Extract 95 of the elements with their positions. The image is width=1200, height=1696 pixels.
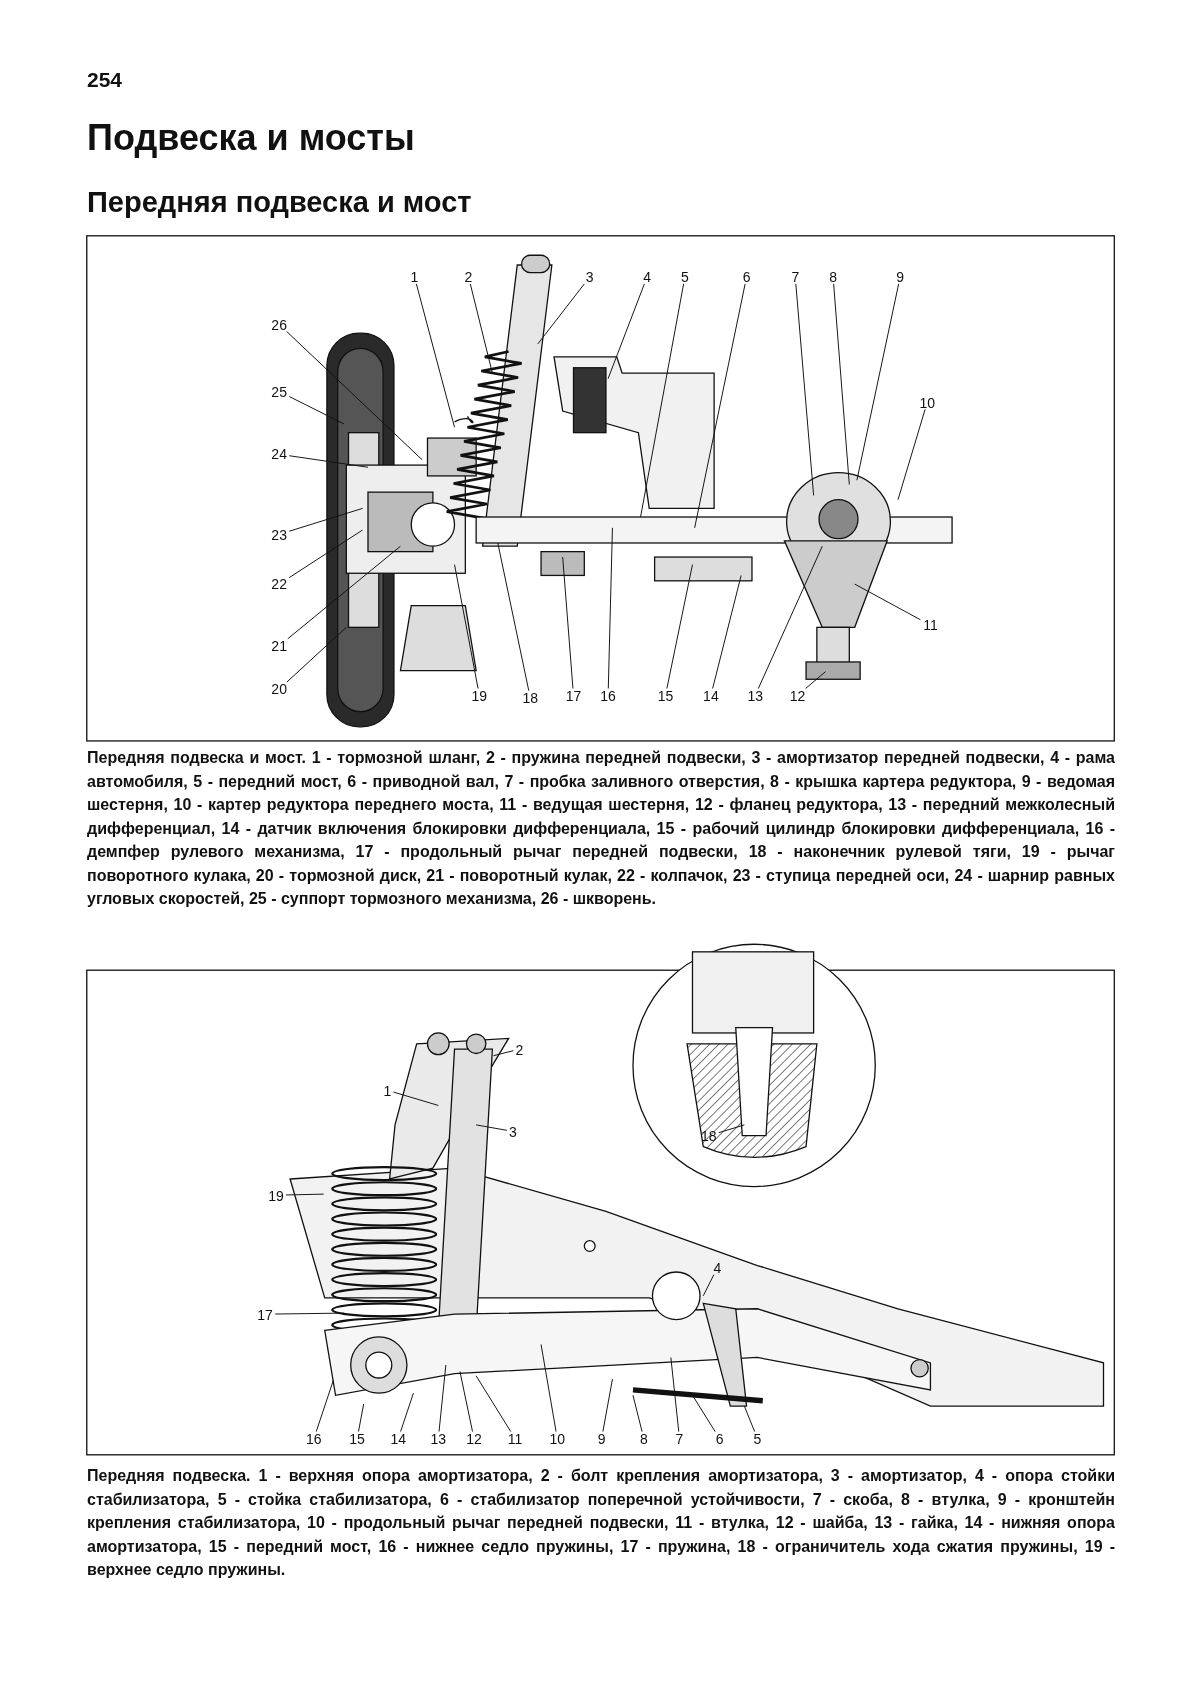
leader-line: [562, 556, 574, 689]
leader-line: [315, 1379, 334, 1433]
callout-number: 9: [595, 1431, 608, 1446]
callout-number: 3: [506, 1123, 519, 1138]
leader-line: [497, 542, 530, 692]
callout-number: 10: [917, 394, 938, 409]
leader-line: [475, 1375, 512, 1433]
callout-number: 2: [462, 269, 475, 283]
leader-line: [415, 283, 455, 428]
callout-number: 18: [698, 1128, 719, 1143]
leader-line: [475, 1124, 508, 1131]
callout-number: 8: [827, 269, 840, 283]
callout-number: 1: [408, 269, 421, 283]
leader-line: [743, 1405, 756, 1433]
leader-line: [492, 1050, 514, 1057]
callout-number: 17: [563, 687, 584, 702]
leader-line: [288, 455, 369, 468]
callout-number: 25: [269, 383, 290, 398]
leader-line: [702, 1274, 715, 1297]
leader-line: [602, 1378, 613, 1433]
leader-line: [288, 507, 364, 532]
leader-line: [694, 283, 746, 529]
callout-number: 5: [678, 269, 691, 283]
callout-number: 7: [673, 1431, 686, 1446]
callout-number: 11: [920, 617, 941, 632]
callout-number: 18: [520, 689, 541, 704]
callout-number: 20: [269, 681, 290, 696]
callout-number: 15: [655, 687, 676, 702]
leader-line: [632, 1394, 643, 1433]
leader-line: [469, 283, 493, 374]
callout-number: 19: [265, 1187, 286, 1202]
leader-line: [454, 564, 479, 689]
leader-line: [640, 283, 685, 518]
callout-number: 12: [463, 1431, 484, 1446]
callout-number: 8: [637, 1431, 650, 1446]
callout-number: 22: [269, 576, 290, 591]
callout-number: 7: [789, 269, 802, 283]
figure-caption: Передняя подвеска. 1 - верхняя опора амортизатора, 2 - болт крепления амортизатора, 3 - амортизатор, 4 - опора стойки стабилизатора, 5 - стойка стабилизатора, 6 - стабилизатор поперечной устойчивости, 7 - скоба, 8 - втулка, 9 - кронштейн крепления стабилизатора, 10 - продольный рычаг передней подвески, 11 - втулка, 12 - шайба, 13 - гайка, 14 - нижняя опора амортизатора, 15 - передний мост, 16 - нижнее седло пружины, 17 - пружина, 18 - ограничитель хода сжатия пружины, 19 - верхнее седло пружины.: [87, 1466, 1115, 1580]
leader-line: [438, 1364, 447, 1433]
leader-line: [459, 1371, 473, 1433]
leader-line: [537, 283, 585, 345]
leader-line: [400, 1392, 414, 1433]
leader-line: [666, 564, 693, 689]
callout-number: 4: [641, 269, 654, 283]
callout-number: 11: [505, 1431, 526, 1446]
callout-number: 21: [269, 638, 290, 652]
callout-number: 16: [598, 687, 619, 702]
leader-line: [856, 283, 900, 481]
page-number: 254: [87, 68, 123, 92]
leader-line: [540, 1344, 557, 1433]
callout-number: 10: [547, 1431, 568, 1446]
leader-line: [288, 529, 364, 579]
leader-line: [805, 671, 826, 689]
callout-number: 5: [751, 1431, 764, 1446]
callout-number: 14: [700, 687, 721, 702]
leader-line: [288, 396, 345, 425]
leader-line: [757, 545, 823, 689]
leader-line: [607, 283, 645, 380]
leader-line: [287, 545, 401, 640]
callout-number: 13: [745, 687, 766, 702]
callout-number: 4: [711, 1260, 724, 1275]
leader-line: [833, 283, 850, 486]
figure-caption: Передняя подвеска и мост. 1 - тормозной шланг, 2 - пружина передней подвески, 3 - амортизатор передней подвески, 4 - рама автомобиля, 5 - передний мост, 6 - приводной вал, 7 - пробка заливного отверстия, 8 - крышка картера редуктора, 9 - ведомая шестерня, 10 - картер редуктора переднего моста, 11 - ведущая шестерня, 12 - фланец редуктора, 13 - передний межколесный дифференциал, 14 - датчик включения блокировки дифференциала, 15 - рабочий цилиндр блокировки дифференциала, 16 - демпфер рулевого механизма, 17 - продольный рычаг передней подвески, 18 - наконечник рулевой тяги, 19 - рычаг поворотного кулака, 20 - тормозной диск, 21 - поворотный кулак, 22 - колпачок, 23 - ступица передней оси, 24 - шарнир равных угловых скоростей, 25 - суппорт тормозного механизма, 26 - шкворень.: [87, 748, 1115, 909]
leader-line: [692, 1394, 716, 1433]
callout-number: 16: [303, 1431, 324, 1446]
leader-line: [854, 583, 921, 621]
leader-line: [718, 1124, 745, 1134]
callout-number: 9: [894, 269, 907, 283]
callout-number: 17: [255, 1306, 276, 1321]
leader-line: [286, 626, 347, 683]
callout-number: 12: [787, 687, 808, 702]
section-heading: Передняя подвеска и мост: [87, 186, 472, 219]
leader-line: [670, 1356, 680, 1433]
leader-line: [286, 331, 423, 461]
leader-line: [285, 1193, 325, 1196]
callout-number: 6: [740, 269, 753, 283]
callout-number: 23: [269, 526, 290, 541]
leader-line: [274, 1312, 345, 1315]
callout-number: 2: [513, 1041, 526, 1056]
leader-line: [358, 1403, 365, 1433]
callout-number: 1: [381, 1082, 394, 1097]
callout-number: 26: [269, 316, 290, 331]
callout-number: 24: [269, 446, 290, 461]
callout-number: 19: [469, 687, 490, 702]
callout-number: 13: [428, 1431, 449, 1446]
leader-line: [607, 527, 613, 689]
callout-number: 14: [388, 1431, 409, 1446]
leader-line: [712, 574, 742, 689]
callout-number: 15: [347, 1431, 368, 1446]
page-title: Подвеска и мосты: [87, 117, 415, 159]
leader-line: [795, 283, 815, 496]
callout-number: 3: [583, 269, 596, 283]
callout-number: 6: [713, 1431, 726, 1446]
leader-line: [897, 408, 926, 501]
leader-line: [392, 1091, 439, 1106]
